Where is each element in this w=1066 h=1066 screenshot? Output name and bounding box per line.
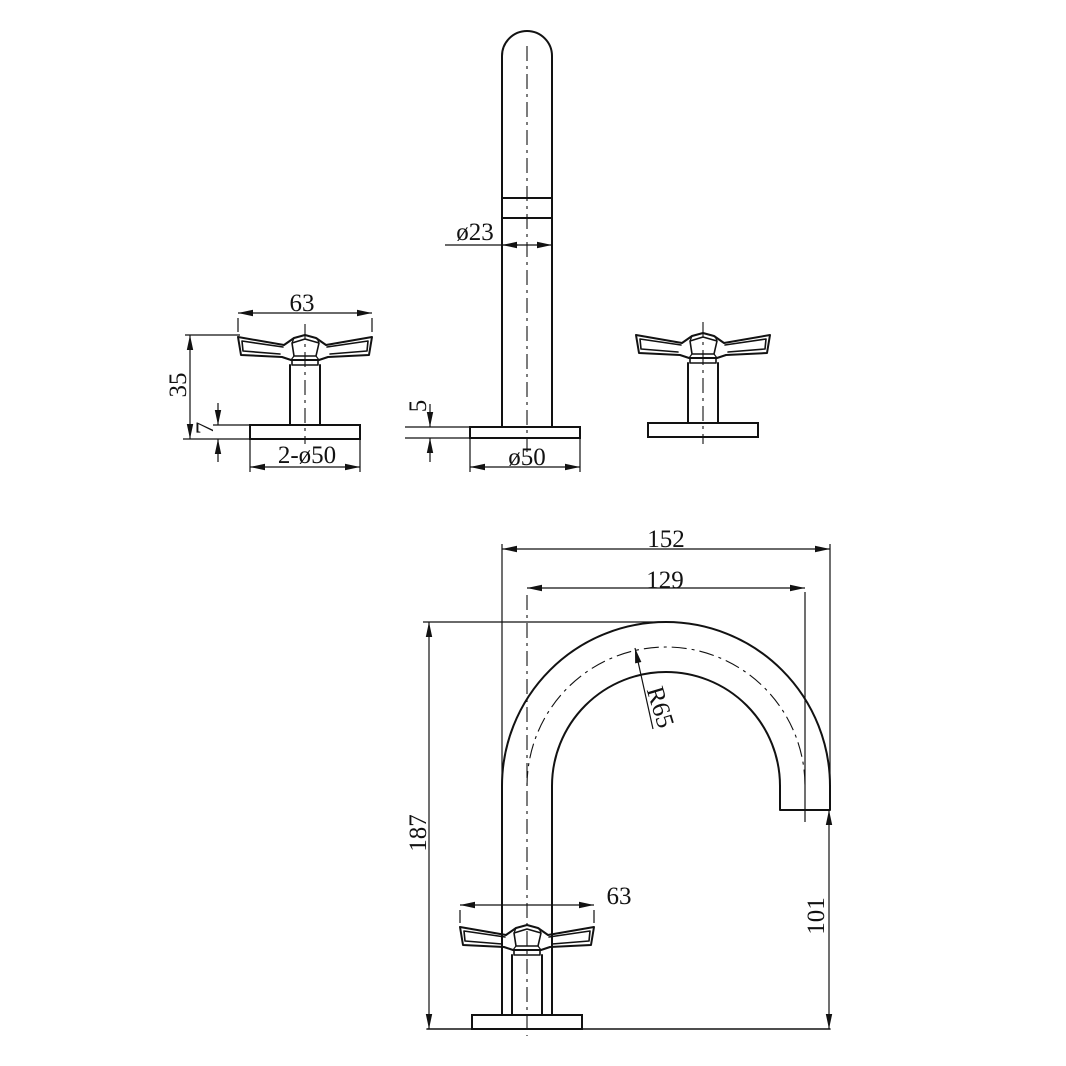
dim-spout-center-projection: 129	[646, 567, 684, 594]
dim-spout-base-thickness: 5	[405, 400, 432, 413]
dimensions-bottom-view: 152 129 R65 187 63 101	[405, 526, 833, 1029]
spout-tube-outline	[501, 30, 553, 428]
view-handle-right	[635, 322, 771, 444]
dim-spout-base-diameter: ø50	[508, 444, 546, 471]
spout-base-plate	[469, 426, 581, 439]
dim-front-handle-width: 63	[607, 883, 632, 910]
spout-inner-arc	[551, 671, 781, 787]
dim-handle-base-diameter: 2-ø50	[278, 442, 336, 469]
view-spout-front	[469, 30, 581, 452]
spout-arc-centerline	[526, 646, 806, 787]
dim-spout-bend-radius: R65	[641, 683, 679, 731]
view-spout-side	[426, 592, 831, 1036]
spout-outer-arc	[501, 621, 831, 787]
dim-overall-height: 187	[405, 814, 432, 852]
spout-riser	[501, 785, 553, 1016]
dim-overall-projection: 152	[647, 526, 685, 553]
dim-handle-height: 35	[165, 373, 192, 398]
dim-handle-base-thickness: 7	[192, 422, 219, 435]
dim-handle-width: 63	[290, 290, 315, 317]
dimensions-top-views: 63 35 7 2-ø50 ø23 5 ø50	[165, 219, 581, 472]
dim-spout-outlet-height: 101	[803, 897, 830, 935]
dim-spout-tube-diameter: ø23	[456, 219, 494, 246]
view-handle-left	[237, 324, 373, 444]
